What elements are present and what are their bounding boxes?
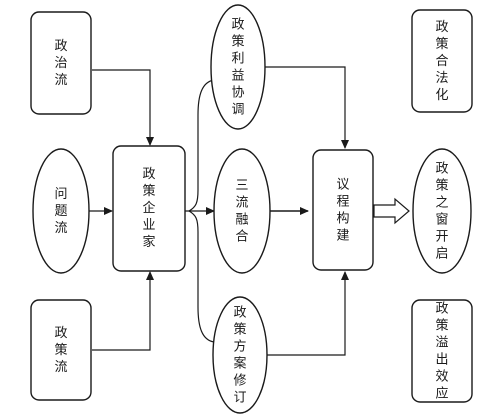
node-policy-legitimation: 政策合法化 bbox=[411, 9, 473, 113]
node-problem-stream: 问题流 bbox=[32, 148, 90, 274]
node-policy-spillover: 政策溢出效应 bbox=[411, 299, 473, 403]
node-policy-entrepreneur: 政策企业家 bbox=[112, 145, 186, 272]
connectors bbox=[89, 66, 349, 356]
node-political-stream: 政治流 bbox=[30, 11, 92, 115]
node-three-streams-merge: 三流融合 bbox=[213, 148, 271, 274]
connector-revision-to-agenda bbox=[266, 271, 349, 356]
node-agenda-building: 议程构建 bbox=[312, 149, 374, 271]
node-political-stream-label: 政治流 bbox=[54, 39, 67, 88]
connector-brace-top bbox=[188, 79, 215, 212]
connector-policy-to-entrepreneur bbox=[92, 271, 154, 351]
node-policy-window-open: 政策之窗开启 bbox=[412, 148, 472, 274]
connector-political-to-entrepreneur bbox=[92, 69, 154, 146]
node-policy-stream-label: 政策流 bbox=[54, 326, 67, 375]
node-interest-coordination: 政策利益协调 bbox=[210, 4, 266, 130]
node-policy-window-open-label: 政策之窗开启 bbox=[435, 161, 448, 261]
node-policy-revision: 政策方案修订 bbox=[212, 296, 268, 414]
node-agenda-building-label: 议程构建 bbox=[336, 177, 349, 243]
node-three-streams-merge-label: 三流融合 bbox=[235, 178, 248, 244]
node-policy-stream: 政策流 bbox=[30, 299, 92, 401]
connector-brace-bottom bbox=[188, 210, 215, 343]
node-interest-coordination-label: 政策利益协调 bbox=[231, 17, 244, 117]
node-problem-stream-label: 问题流 bbox=[54, 187, 67, 236]
connector-interest-to-agenda bbox=[265, 66, 349, 149]
node-policy-entrepreneur-label: 政策企业家 bbox=[142, 167, 155, 250]
node-policy-legitimation-label: 政策合法化 bbox=[435, 20, 448, 103]
node-policy-revision-label: 政策方案修订 bbox=[233, 305, 246, 405]
node-policy-spillover-label: 政策溢出效应 bbox=[435, 301, 448, 401]
hollow-arrow-agenda-to-window bbox=[373, 197, 410, 225]
